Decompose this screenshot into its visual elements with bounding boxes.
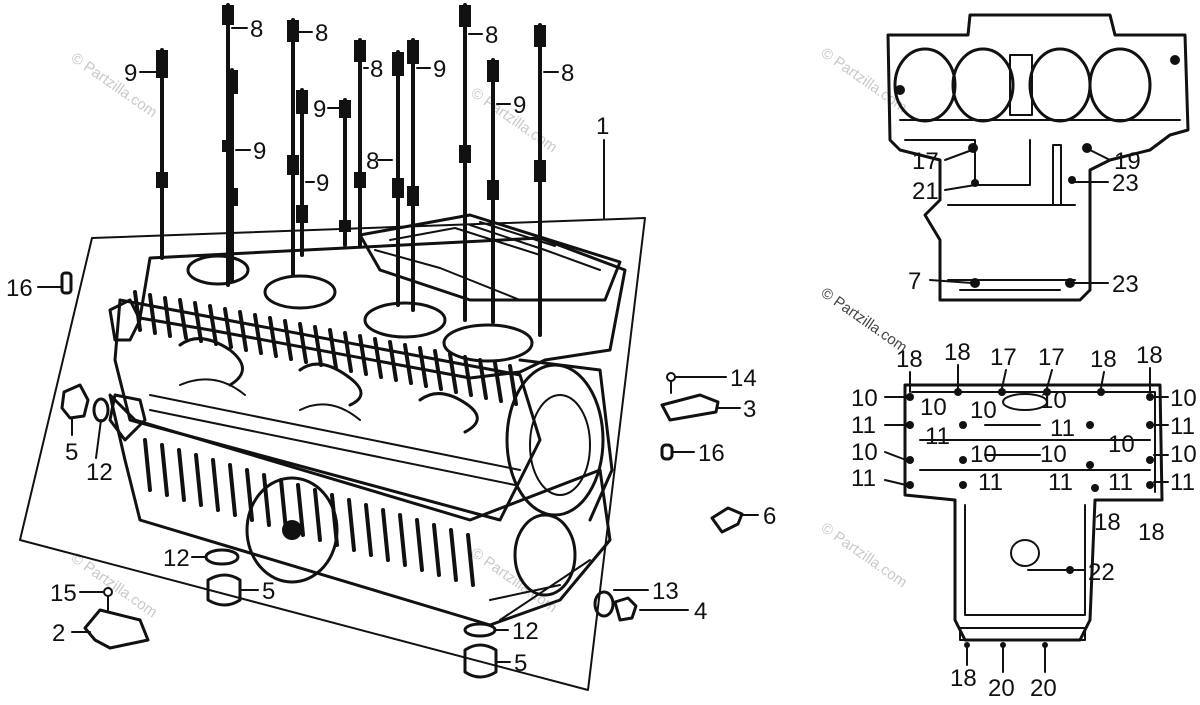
watermark: © Partzilla.com: [68, 549, 161, 621]
callout-label: 10: [1040, 441, 1067, 468]
crankcase-assembly: [19, 213, 646, 691]
callout-label: 12: [86, 459, 113, 486]
callout-label: 8: [250, 16, 263, 43]
callout-label: 11: [1048, 469, 1073, 496]
callout-label: 18: [1090, 346, 1117, 373]
callout-label: 20: [1030, 675, 1057, 702]
callout-label: 10: [1108, 431, 1135, 458]
callout-label: 9: [513, 92, 526, 119]
callout-label: 10: [920, 394, 947, 421]
callout-label: 17: [912, 148, 939, 175]
callout-label: 19: [1114, 148, 1141, 175]
stud-bolts: [156, 3, 546, 337]
watermark: © Partzilla.com: [68, 49, 161, 121]
callout-label: 18: [896, 346, 923, 373]
callout-label: 9: [124, 60, 137, 87]
callout-label: 11: [1108, 469, 1133, 496]
callout-label: 11: [851, 412, 876, 439]
callout-label: 18: [1138, 519, 1165, 546]
callout-labels: 8 8 8 8 8 8 9 9 9 9 9 9 1 16 5 12 12 5 1…: [6, 16, 1197, 702]
callout-label: 17: [1038, 344, 1065, 371]
callout-label: 3: [743, 396, 756, 423]
callout-label: 10: [970, 397, 997, 424]
callout-label: 8: [561, 60, 574, 87]
callout-label: 18: [1136, 342, 1163, 369]
callout-label: 9: [253, 138, 266, 165]
watermark: © Partzilla.com: [818, 519, 911, 591]
callout-label: 22: [1088, 559, 1115, 586]
callout-label: 11: [1050, 415, 1075, 442]
callout-label: 23: [1112, 271, 1139, 298]
callout-label: 18: [944, 339, 971, 366]
callout-label: 4: [694, 598, 707, 625]
callout-label: 11: [1170, 413, 1195, 440]
callout-label: 10: [1170, 385, 1197, 412]
callout-label: 8: [315, 20, 328, 47]
callout-label: 5: [65, 439, 78, 466]
callout-label: 10: [1170, 441, 1197, 468]
callout-label: 18: [1094, 509, 1121, 536]
callout-label: 16: [6, 275, 33, 302]
callout-label: 5: [262, 578, 275, 605]
callout-label: 9: [316, 170, 329, 197]
leader-lines: [37, 27, 1169, 673]
callout-label: 12: [163, 545, 190, 572]
callout-label: 15: [50, 580, 77, 607]
callout-label: 5: [514, 650, 527, 677]
callout-label: 9: [313, 96, 326, 123]
callout-label: 14: [730, 365, 757, 392]
callout-label: 8: [485, 22, 498, 49]
callout-label: 11: [851, 465, 876, 492]
callout-label: 11: [1170, 469, 1195, 496]
callout-label: 17: [990, 344, 1017, 371]
callout-label: 20: [988, 675, 1015, 702]
callout-label: 21: [912, 178, 939, 205]
callout-label: 7: [908, 268, 921, 295]
callout-label: 9: [433, 56, 446, 83]
callout-label: 16: [698, 440, 725, 467]
lower-crankcase-bottom-view: [903, 383, 1164, 648]
callout-label: 10: [851, 439, 878, 466]
callout-label: 10: [1040, 387, 1067, 414]
callout-label: 11: [978, 469, 1003, 496]
callout-label: 18: [950, 665, 977, 692]
callout-label: 12: [512, 618, 539, 645]
callout-label: 23: [1112, 170, 1139, 197]
callout-label: 6: [763, 503, 776, 530]
callout-label: 10: [851, 385, 878, 412]
callout-label: 8: [366, 148, 379, 175]
callout-label: 10: [970, 441, 997, 468]
callout-label: 2: [52, 620, 65, 647]
callout-label: 8: [370, 56, 383, 83]
callout-label: 11: [925, 423, 950, 450]
callout-label: 1: [596, 113, 609, 140]
callout-label: 13: [652, 578, 679, 605]
upper-crankcase-top-view: [886, 13, 1190, 302]
